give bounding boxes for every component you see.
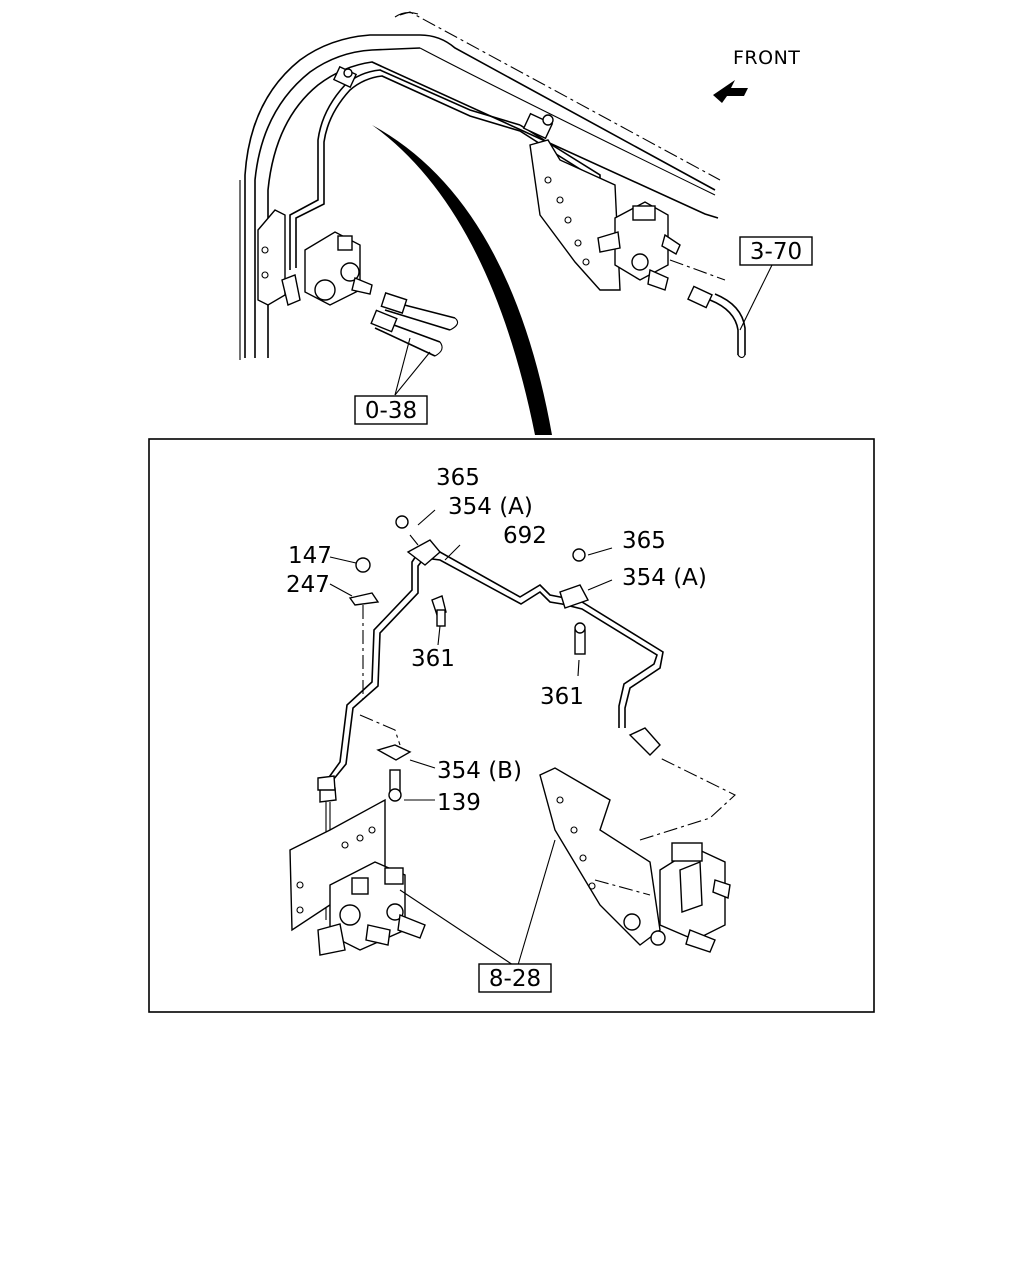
overview-view [239, 11, 773, 435]
front-arrow-icon [713, 80, 748, 103]
callout-361-right: 361 [540, 684, 584, 710]
detail-frame [148, 438, 875, 1013]
ref-3-70-label: 3-70 [750, 239, 802, 265]
callout-354b: 354 (B) [437, 758, 522, 784]
detail-view [289, 509, 736, 966]
ref-box-8-28[interactable]: 8-28 [478, 963, 552, 993]
ref-0-38-label: 0-38 [365, 398, 417, 424]
ref-8-28-label: 8-28 [489, 966, 541, 992]
callout-365-right: 365 [622, 528, 666, 554]
ref-box-3-70[interactable]: 3-70 [739, 236, 813, 266]
callout-247: 247 [286, 572, 330, 598]
callout-354a-top: 354 (A) [448, 494, 533, 520]
callout-365-top: 365 [436, 465, 480, 491]
callout-354a-right: 354 (A) [622, 565, 707, 591]
callout-139: 139 [437, 790, 481, 816]
ref-box-0-38[interactable]: 0-38 [354, 395, 428, 425]
front-label: FRONT [733, 47, 800, 69]
callout-361-left: 361 [411, 646, 455, 672]
callout-692: 692 [503, 523, 547, 549]
callout-147: 147 [288, 543, 332, 569]
